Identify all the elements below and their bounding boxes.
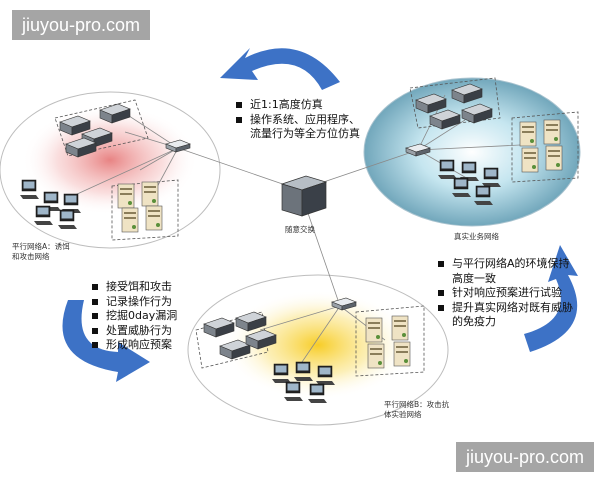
server-tower-icon <box>519 121 537 147</box>
workstation-icon <box>308 383 327 403</box>
workstation-icon <box>34 205 53 225</box>
workstation-icon <box>294 361 313 381</box>
server-tower-icon <box>365 317 383 343</box>
center-switch-label: 随意交换 <box>285 225 315 234</box>
server-tower-icon <box>545 145 563 171</box>
rack-server-icon <box>203 317 235 338</box>
right-bullet-item: 提升真实网络对既有威胁的免疫力 <box>438 301 580 330</box>
network-devices <box>20 83 563 403</box>
network-switch-icon <box>331 297 357 311</box>
network-switch-icon <box>405 143 431 157</box>
left-bullet-item: 处置威胁行为 <box>92 324 192 339</box>
workstation-icon <box>438 159 457 179</box>
server-tower-icon <box>521 147 539 173</box>
workstation-icon <box>482 167 501 187</box>
workstation-icon <box>272 363 291 383</box>
server-tower-icon <box>145 205 163 231</box>
rack-server-icon <box>451 83 483 104</box>
workstation-icon <box>58 209 77 229</box>
workstation-icon <box>316 365 335 385</box>
left-bullet-item: 形成响应预案 <box>92 338 192 353</box>
left-cycle-arrow <box>62 300 151 382</box>
server-tower-icon <box>367 343 385 369</box>
rack-server-icon <box>429 109 461 130</box>
left-bullet-item: 记录操作行为 <box>92 295 192 310</box>
right-cycle-arrow <box>524 245 578 352</box>
top-bullet-item: 操作系统、应用程序、流量行为等全方位仿真 <box>236 113 366 142</box>
server-tower-icon <box>117 183 135 209</box>
watermark-bottom: jiuyou-pro.com <box>456 442 595 472</box>
rack-server-icon <box>99 103 131 124</box>
server-tower-icon <box>543 119 561 145</box>
top-bullet-list: 近1:1高度仿真 操作系统、应用程序、流量行为等全方位仿真 <box>236 98 366 142</box>
top-cycle-arrow <box>220 48 340 90</box>
left-bullet-item: 挖掘0day漏洞 <box>92 309 192 324</box>
real-network-zone <box>363 77 581 227</box>
top-bullet-item: 近1:1高度仿真 <box>236 98 366 113</box>
workstation-icon <box>284 381 303 401</box>
central-rack-icon <box>280 175 328 217</box>
rack-server-icon <box>461 103 493 124</box>
watermark-top: jiuyou-pro.com <box>12 10 151 40</box>
network-real-label: 真实业务网络 <box>454 232 499 241</box>
right-bullet-list: 与平行网络A的环境保持高度一致 针对响应预案进行试验 提升真实网络对既有威胁的免… <box>438 257 580 330</box>
connection-lines <box>74 94 521 366</box>
right-bullet-item: 针对响应预案进行试验 <box>438 286 580 301</box>
left-bullet-item: 接受饵和攻击 <box>92 280 192 295</box>
rack-server-icon <box>59 115 91 136</box>
server-tower-icon <box>393 341 411 367</box>
workstation-icon <box>452 177 471 197</box>
workstation-icon <box>20 179 39 199</box>
network-b-label: 平行网络B：攻击抗体实验网络 <box>384 400 450 419</box>
rack-server-icon <box>235 311 267 332</box>
rack-server-icon <box>65 137 97 158</box>
server-tower-icon <box>121 207 139 233</box>
network-switch-icon <box>165 139 191 153</box>
cycle-arrows <box>62 48 578 382</box>
rack-server-icon <box>415 93 447 114</box>
server-tower-icon <box>141 181 159 207</box>
rack-server-icon <box>245 329 277 350</box>
network-a-label: 平行网络A：诱饵和攻击网络 <box>12 242 70 261</box>
server-tower-icon <box>391 315 409 341</box>
workstation-icon <box>474 185 493 205</box>
right-bullet-item: 与平行网络A的环境保持高度一致 <box>438 257 580 286</box>
left-bullet-list: 接受饵和攻击 记录操作行为 挖掘0day漏洞 处置威胁行为 形成响应预案 <box>92 280 192 353</box>
